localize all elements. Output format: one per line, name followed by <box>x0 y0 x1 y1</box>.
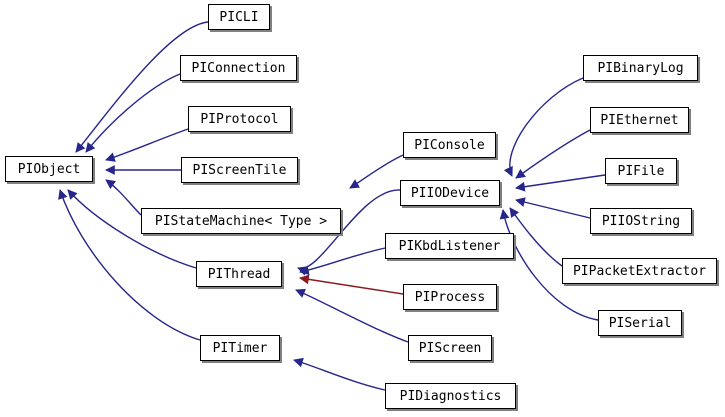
class-node-PIScreenTile[interactable]: PIScreenTile <box>181 157 298 183</box>
class-node-label: PIConnection <box>191 60 286 76</box>
class-node-label: PIKbdListener <box>398 238 501 254</box>
class-node-PIThread[interactable]: PIThread <box>196 261 282 287</box>
class-node-label: PIPacketExtractor <box>572 263 707 279</box>
edge-PIScreen-to-PIThread <box>295 288 409 343</box>
class-node-label: PIScreen <box>418 340 482 356</box>
class-node-PICLI[interactable]: PICLI <box>208 4 270 30</box>
class-node-PIPacketExtractor[interactable]: PIPacketExtractor <box>562 258 717 284</box>
edge-PIPacketExtractor-to-PIIODevice <box>509 207 563 267</box>
edge-PICLI-to-PIObject <box>75 21 209 153</box>
class-node-PIBinaryLog[interactable]: PIBinaryLog <box>583 55 698 81</box>
class-node-label: PIObject <box>17 161 81 177</box>
class-node-PISerial[interactable]: PISerial <box>598 310 682 336</box>
edge-PIBinaryLog-to-PIIODevice <box>503 77 584 177</box>
edge-PIProcess-to-PIThread <box>299 274 404 295</box>
edge-PIStateMachine-to-PIObject <box>105 179 142 216</box>
class-node-label: PIScreenTile <box>192 162 287 178</box>
class-node-label: PIProcess <box>414 289 486 305</box>
edge-PIIOString-to-PIIODevice <box>515 197 591 219</box>
class-node-PIKbdListener[interactable]: PIKbdListener <box>385 233 514 259</box>
class-node-PIConsole[interactable]: PIConsole <box>403 132 496 158</box>
class-node-PITimer[interactable]: PITimer <box>200 335 280 361</box>
class-node-label: PIEthernet <box>600 112 679 128</box>
class-node-PIProcess[interactable]: PIProcess <box>403 284 497 310</box>
class-node-PIObject[interactable]: PIObject <box>5 156 93 182</box>
class-node-label: PISerial <box>608 315 672 331</box>
class-node-PIStateMachine[interactable]: PIStateMachine< Type > <box>141 208 341 234</box>
class-node-PIDiagnostics[interactable]: PIDiagnostics <box>385 383 516 409</box>
class-node-PIIODevice[interactable]: PIIODevice <box>400 180 500 206</box>
edge-PIConsole-to-PIIODevice <box>349 154 404 189</box>
class-node-label: PIIODevice <box>410 185 490 201</box>
class-node-label: PIDiagnostics <box>399 388 502 404</box>
class-node-PIProtocol[interactable]: PIProtocol <box>188 106 291 132</box>
edge-PIKbdListener-to-PIThread <box>299 247 386 276</box>
class-node-label: PIStateMachine< Type > <box>154 213 328 229</box>
edge-PIProtocol-to-PIObject <box>105 128 189 162</box>
class-node-label: PIConsole <box>414 137 485 153</box>
edge-PIFile-to-PIIODevice <box>515 174 606 192</box>
class-node-PIIOString[interactable]: PIIOString <box>590 208 692 234</box>
class-node-label: PIIOString <box>601 213 681 229</box>
edge-PIEthernet-to-PIIODevice <box>515 129 591 179</box>
class-node-PIConnection[interactable]: PIConnection <box>180 55 297 81</box>
class-node-PIFile[interactable]: PIFile <box>605 158 677 184</box>
class-node-label: PITimer <box>212 340 268 356</box>
class-node-label: PIBinaryLog <box>597 60 684 76</box>
edge-PIConnection-to-PIObject <box>85 73 181 153</box>
class-node-PIScreen[interactable]: PIScreen <box>408 335 492 361</box>
class-node-label: PIProtocol <box>200 111 279 127</box>
class-node-label: PIFile <box>617 163 665 179</box>
class-node-label: PICLI <box>219 9 259 25</box>
class-node-label: PIThread <box>207 266 271 282</box>
class-node-PIEthernet[interactable]: PIEthernet <box>590 107 689 133</box>
edge-PIDiagnostics-to-PITimer <box>293 357 386 391</box>
